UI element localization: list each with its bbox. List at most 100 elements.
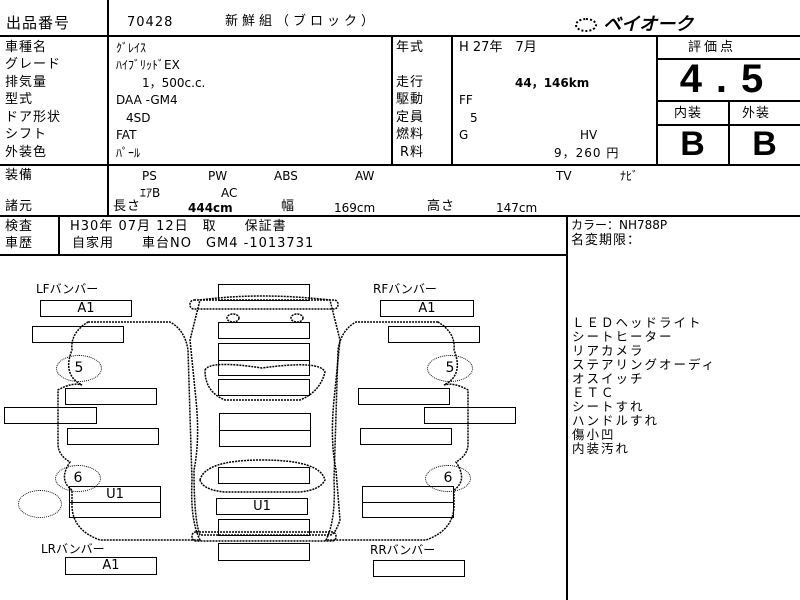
name-change-deadline: 名変期限： bbox=[571, 233, 642, 248]
note-item: シートすれ bbox=[572, 399, 645, 414]
brand-logo: ベイオーク bbox=[575, 10, 693, 36]
divider bbox=[0, 35, 800, 37]
model-value: ｸﾞﾚｲｽ bbox=[116, 41, 147, 55]
note-item: ハンドルすれ bbox=[572, 413, 660, 428]
note-item: リアカメラ bbox=[572, 343, 645, 358]
rear-window-box bbox=[218, 467, 310, 484]
door-value: 4SD bbox=[126, 111, 151, 125]
hood-box bbox=[218, 322, 310, 339]
note-item: 傷小凹 bbox=[572, 427, 616, 442]
note-item: シートヒーター bbox=[572, 329, 674, 344]
grade-label: グレード bbox=[5, 57, 62, 72]
fee-value: 9，260 円 bbox=[554, 146, 620, 160]
grade-value: ﾊｲﾌﾞﾘｯﾄﾞEX bbox=[116, 58, 180, 72]
width-value: 169cm bbox=[334, 201, 376, 215]
equipment-tv: TV bbox=[556, 169, 572, 183]
color-label: 外装色 bbox=[5, 145, 48, 160]
divider bbox=[58, 215, 60, 254]
lot-label: 出品番号 bbox=[6, 14, 71, 32]
length-value: 444cm bbox=[188, 201, 233, 215]
damage-box bbox=[65, 388, 157, 405]
fee-label: R料 bbox=[400, 145, 425, 160]
trunk-box bbox=[218, 519, 310, 536]
displacement-label: 排気量 bbox=[5, 75, 48, 90]
right-front-wheel: 5 bbox=[427, 355, 473, 382]
divider bbox=[0, 215, 800, 217]
history-value: 自家用 車台NO GM4 -1013731 bbox=[72, 236, 315, 251]
damage-box bbox=[388, 326, 480, 343]
mirror-icon bbox=[290, 313, 304, 323]
front-bumper-box bbox=[218, 284, 310, 301]
rf-bumper-box: A1 bbox=[380, 300, 474, 317]
exterior-label: 外装 bbox=[742, 106, 771, 121]
specs-label: 諸元 bbox=[5, 199, 34, 214]
note-item: ＥＴＣ bbox=[572, 385, 616, 400]
trunk-box: U1 bbox=[216, 498, 308, 515]
left-rear-door-box: U1 bbox=[69, 486, 161, 518]
damage-box bbox=[424, 407, 516, 424]
damage-code: U1 bbox=[106, 487, 124, 502]
divider bbox=[728, 100, 730, 164]
lot-number: 70428 bbox=[127, 15, 174, 30]
inspection-label: 検査 bbox=[5, 219, 34, 234]
divider bbox=[391, 35, 393, 164]
sale-title: 新鮮組（ブロック） bbox=[225, 14, 379, 29]
drive-label: 駆動 bbox=[396, 92, 425, 107]
lr-bumper-label: LRバンバー bbox=[41, 542, 105, 556]
front-bumper-outline bbox=[189, 299, 339, 310]
drive-value: FF bbox=[459, 93, 473, 107]
left-rear-wheel: 6 bbox=[55, 465, 101, 492]
right-rear-wheel: 6 bbox=[425, 465, 471, 492]
equipment-item: AW bbox=[355, 169, 375, 183]
equipment-item: PW bbox=[208, 169, 228, 183]
overall-score: 4.5 bbox=[679, 57, 778, 101]
equipment-label: 装備 bbox=[5, 168, 34, 183]
fuel-type: HV bbox=[580, 128, 598, 142]
damage-box bbox=[67, 428, 159, 445]
damage-box bbox=[360, 428, 452, 445]
exterior-score: B bbox=[752, 125, 777, 163]
divider bbox=[107, 0, 109, 215]
interior-score: B bbox=[680, 125, 705, 163]
inspection-value: H30年 07月 12日 取 保証書 bbox=[70, 219, 287, 234]
lf-bumper-label: LFバンバー bbox=[36, 282, 99, 296]
rear-bumper-box bbox=[218, 543, 310, 561]
divider bbox=[656, 35, 658, 164]
roof-box bbox=[219, 413, 311, 447]
fuel-value: G bbox=[459, 128, 469, 142]
displacement-value: 1，500c.c. bbox=[142, 76, 206, 90]
windshield-box bbox=[218, 379, 310, 396]
mirror-icon bbox=[226, 313, 240, 323]
rf-bumper-label: RFバンバー bbox=[373, 282, 437, 296]
rear-window-outline bbox=[199, 459, 326, 493]
logo-icon bbox=[575, 18, 597, 32]
history-label: 車歴 bbox=[5, 236, 34, 251]
score-label: 評価点 bbox=[688, 40, 737, 55]
length-label: 長さ bbox=[113, 199, 142, 214]
hood-box bbox=[218, 343, 310, 376]
note-item: ステアリングオーディ bbox=[572, 357, 717, 372]
divider bbox=[451, 35, 453, 164]
height-label: 高さ bbox=[427, 199, 456, 214]
capacity-label: 定員 bbox=[396, 110, 425, 125]
note-item: ＬＥＤヘッドライト bbox=[572, 315, 703, 330]
equipment-item: PS bbox=[142, 169, 157, 183]
door-label: ドア形状 bbox=[5, 110, 62, 125]
divider bbox=[0, 254, 567, 256]
rr-bumper-box bbox=[373, 560, 465, 577]
model-label: 車種名 bbox=[5, 40, 48, 55]
shift-label: シフト bbox=[5, 127, 48, 142]
mileage-label: 走行 bbox=[396, 75, 425, 90]
rr-bumper-label: RRバンバー bbox=[370, 543, 436, 557]
type-value: DAA -GM4 bbox=[116, 93, 178, 107]
year-value: H 27年 7月 bbox=[459, 40, 537, 55]
height-value: 147cm bbox=[496, 201, 538, 215]
equipment-navi: ﾅﾋﾞ bbox=[620, 169, 639, 183]
rear-bumper-outline bbox=[191, 531, 337, 542]
note-item: 内装汚れ bbox=[572, 441, 631, 456]
damage-box bbox=[4, 407, 97, 424]
divider bbox=[566, 215, 568, 600]
shift-value: FAT bbox=[116, 128, 137, 142]
damage-box bbox=[32, 326, 124, 343]
right-rear-door-box bbox=[362, 486, 454, 518]
